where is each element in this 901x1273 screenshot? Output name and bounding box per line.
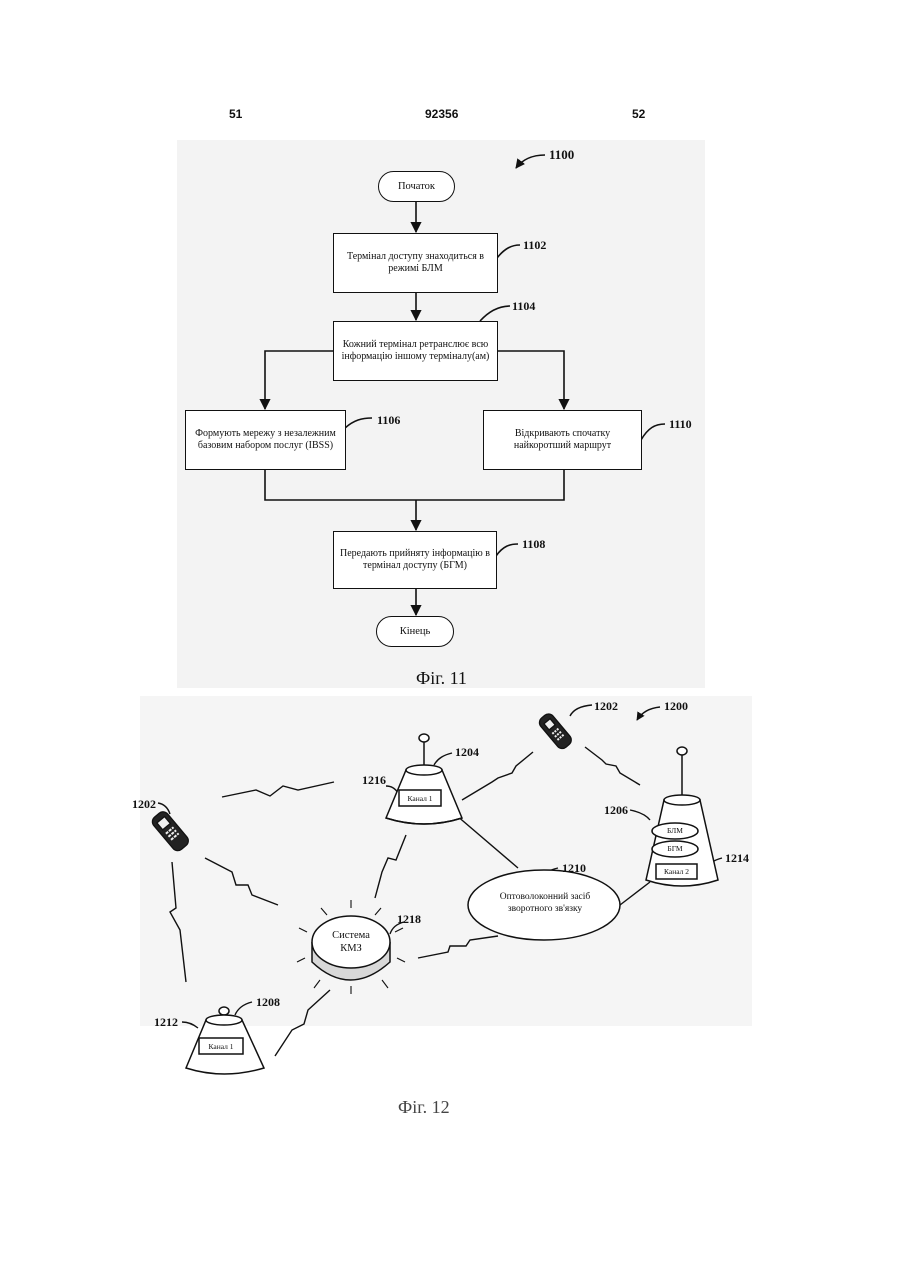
ref-1200: 1200 — [664, 699, 688, 714]
figure-12-caption: Фіг. 12 — [398, 1097, 450, 1118]
wire-1204-to-fiber — [456, 815, 518, 868]
base-station-1206 — [646, 747, 718, 886]
ref-1218: 1218 — [397, 912, 421, 927]
ref-1212: 1212 — [154, 1015, 178, 1030]
channel-1206-label: Канал 2 — [656, 867, 697, 876]
wireless-1216-to-kmz — [375, 835, 406, 898]
wireless-phone-right-to-1206 — [585, 747, 640, 785]
bgm-label: БГМ — [652, 844, 698, 853]
phone-left-icon — [150, 809, 191, 853]
wireless-kmz-to-fiber — [418, 936, 498, 958]
ref-1206: 1206 — [604, 803, 628, 818]
ref-1202-right: 1202 — [594, 699, 618, 714]
base-station-1204 — [386, 734, 462, 824]
wire-1206-to-fiber — [620, 882, 650, 905]
wireless-phone-left-to-1216 — [222, 782, 334, 797]
base-station-1208 — [186, 1007, 264, 1074]
ref-1214: 1214 — [725, 851, 749, 866]
ref-1210: 1210 — [562, 861, 586, 876]
channel-1208-label: Канал 1 — [199, 1042, 243, 1051]
ref-1216: 1216 — [362, 773, 386, 788]
fiber-backhaul-label: Оптоволоконний засіб зворотного зв'язку — [486, 892, 604, 916]
phone-right-icon — [537, 712, 574, 751]
blm-label: БЛМ — [652, 826, 698, 835]
leader-1208 — [235, 1002, 252, 1015]
leader-1206 — [630, 810, 650, 820]
ref-1208: 1208 — [256, 995, 280, 1010]
wireless-phone-left-to-1212 — [170, 862, 186, 982]
leader-1204 — [434, 753, 452, 765]
wireless-phone-left-to-kmz — [205, 858, 278, 905]
wireless-kmz-to-1212 — [275, 990, 330, 1056]
leader-1200 — [637, 707, 660, 720]
leader-1202-right — [570, 705, 592, 716]
ref-1202-left: 1202 — [132, 797, 156, 812]
leader-1212 — [182, 1022, 198, 1028]
kmz-label: Система КМЗ — [326, 929, 376, 955]
ref-1204: 1204 — [455, 745, 479, 760]
channel-1204-label: Канал 1 — [399, 794, 441, 803]
